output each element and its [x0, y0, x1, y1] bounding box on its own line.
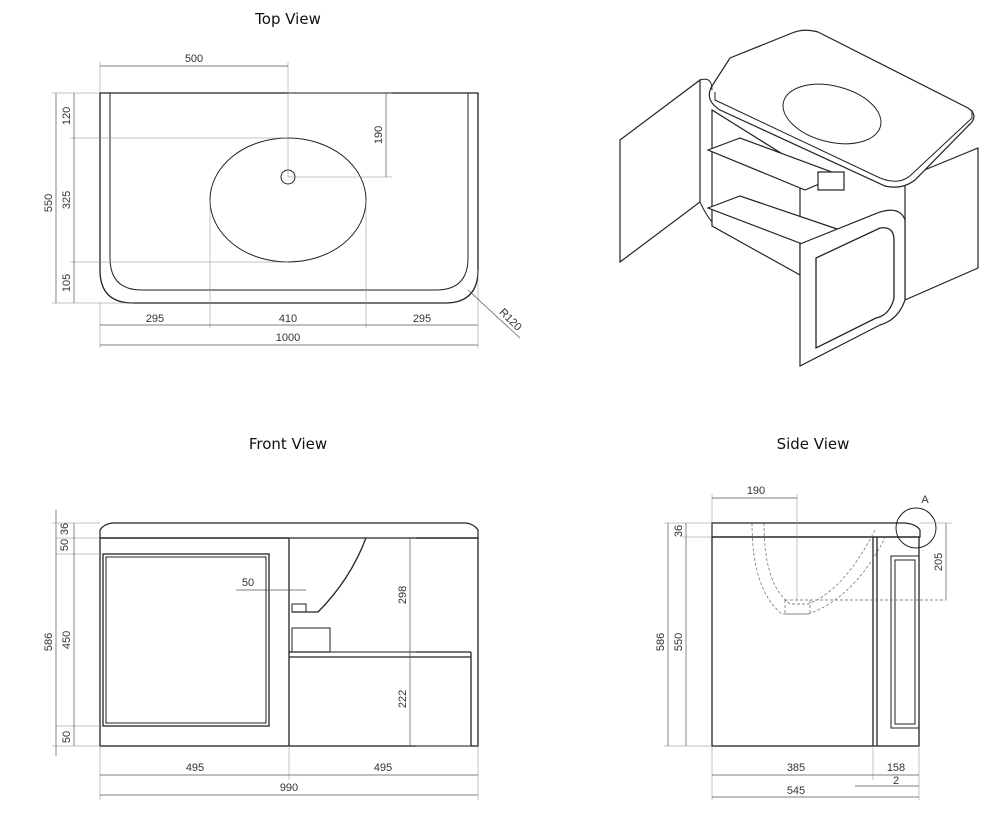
iso-right-door: [799, 209, 906, 367]
dim-front-990: 990: [280, 782, 298, 794]
dim-top-120: 120: [61, 107, 73, 125]
top-view-title: Top View: [254, 10, 321, 28]
dim-top-295-left: 295: [146, 313, 164, 325]
dim-side-36: 36: [673, 525, 685, 537]
iso-basin: [782, 83, 882, 145]
side-top-slab: [711, 522, 921, 538]
dim-side-205: 205: [933, 553, 945, 571]
dim-top-550: 550: [43, 194, 55, 212]
dim-front-222: 222: [397, 690, 409, 708]
top-view-outline: [99, 92, 479, 304]
side-cabinet-body: [711, 536, 920, 747]
dim-side-586: 586: [655, 633, 667, 651]
front-left-door: [102, 553, 270, 727]
dim-front-298: 298: [397, 586, 409, 604]
dim-front-50-handle: 50: [242, 577, 254, 589]
iso-left-door: [619, 78, 701, 264]
dim-front-50-bottom: 50: [61, 731, 73, 743]
front-view: Front View 5: [43, 435, 479, 800]
top-view: Top View 500 120 190 550 325 105: [43, 10, 524, 348]
side-detail-a-circle: [895, 507, 937, 549]
dim-side-158: 158: [887, 762, 905, 774]
front-view-title: Front View: [249, 435, 327, 453]
dim-side-545: 545: [787, 785, 805, 797]
top-view-inner-edge: [109, 93, 469, 291]
front-top-slab: [99, 522, 479, 539]
dim-side-2: 2: [893, 775, 899, 787]
dim-front-50-top: 50: [59, 539, 71, 551]
dim-top-105: 105: [61, 274, 73, 292]
dim-front-450: 450: [61, 631, 73, 649]
dim-front-495-left: 495: [186, 762, 204, 774]
dim-front-36: 36: [59, 523, 71, 535]
dim-side-190: 190: [747, 485, 765, 497]
iso-top-slab: [708, 29, 975, 188]
dim-top-325: 325: [61, 191, 73, 209]
dim-top-410: 410: [279, 313, 297, 325]
dim-top-1000: 1000: [276, 332, 300, 344]
dim-side-385: 385: [787, 762, 805, 774]
dim-top-500: 500: [185, 53, 203, 65]
dim-top-190: 190: [373, 126, 385, 144]
side-door-panel: [890, 555, 920, 729]
side-view-title: Side View: [777, 435, 850, 453]
isometric-view: [619, 29, 979, 367]
dim-side-550: 550: [673, 633, 685, 651]
dim-front-495-right: 495: [374, 762, 392, 774]
side-detail-a-label: A: [921, 494, 929, 506]
dim-front-586: 586: [43, 633, 55, 651]
side-basin-hidden: [751, 522, 888, 615]
side-view: Side View 190 A: [655, 435, 952, 800]
dim-top-295-right: 295: [413, 313, 431, 325]
